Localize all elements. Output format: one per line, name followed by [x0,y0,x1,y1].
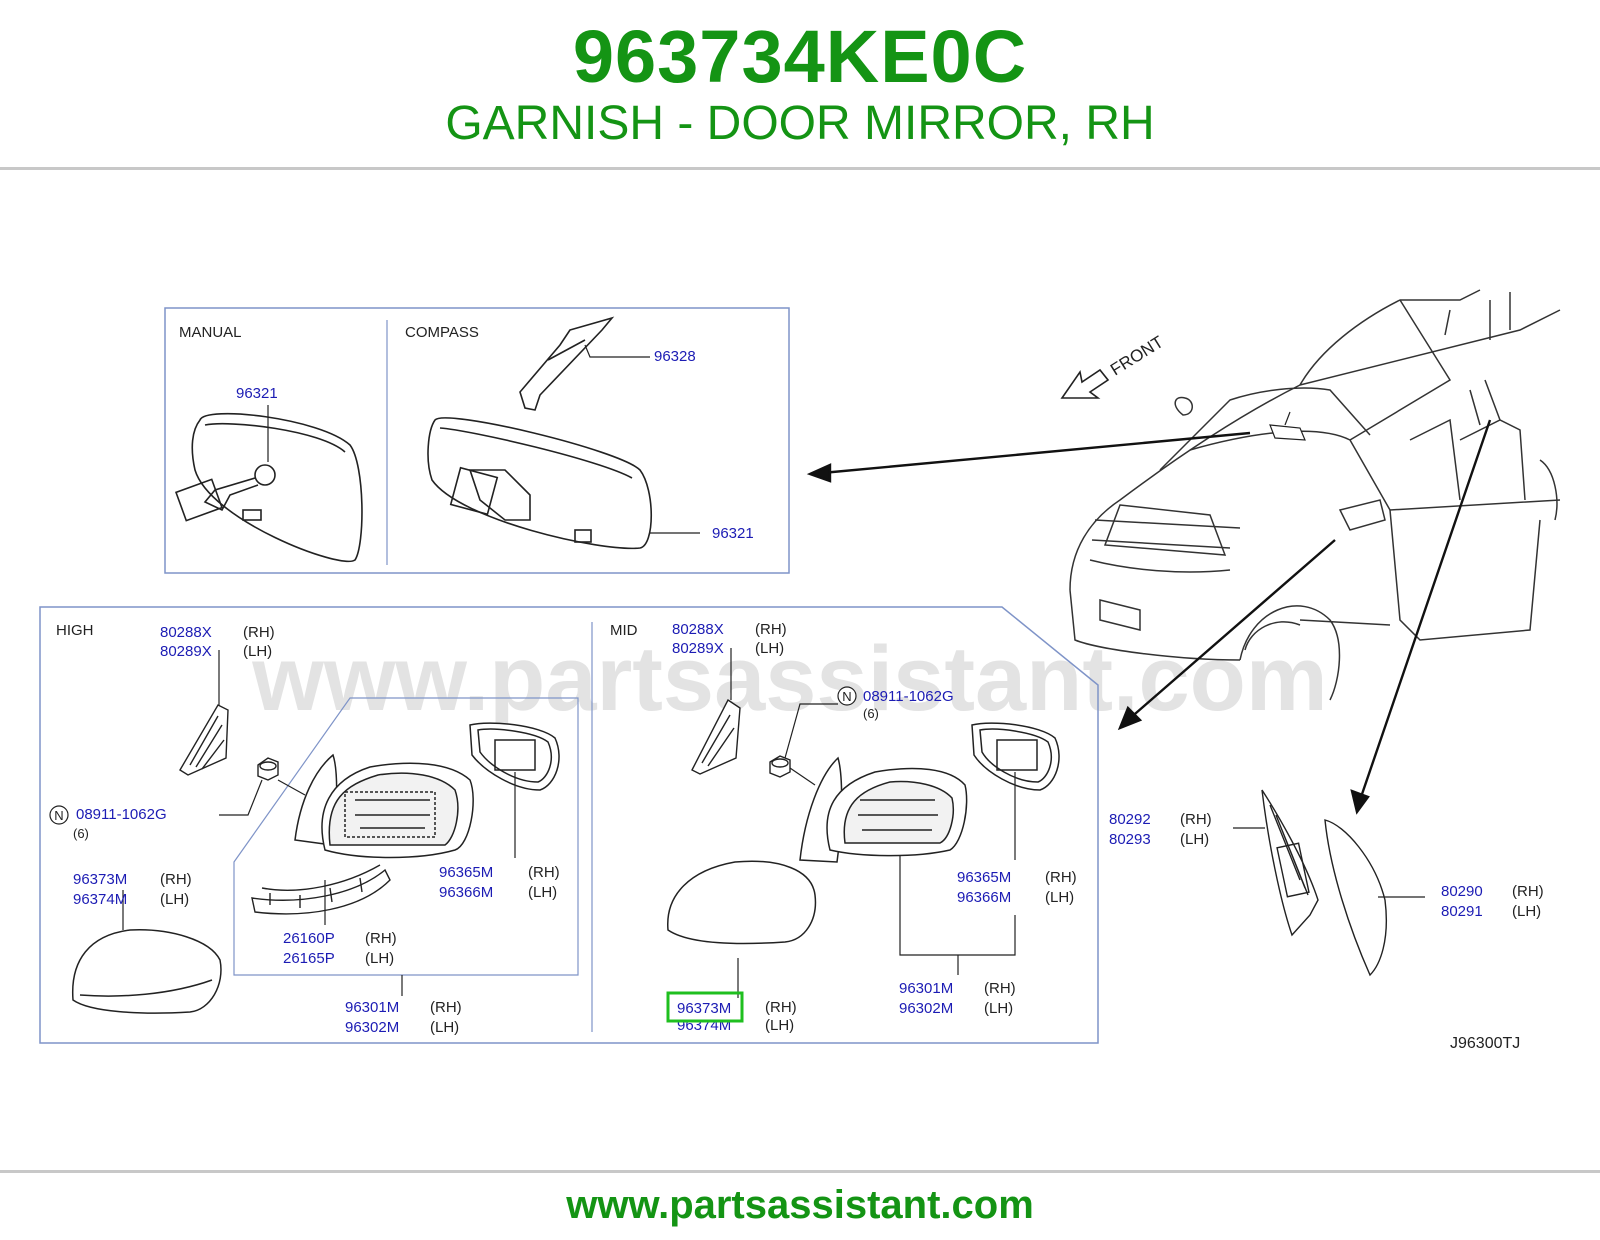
callout-mid-96373m-highlighted[interactable]: 96373M [677,1000,731,1017]
mirror-glass-mid [971,722,1060,791]
side-high-96302m: (LH) [430,1019,459,1036]
callout-high-96365m: 96365M [439,864,493,881]
side-high-80288x: (RH) [243,624,275,641]
side-mid-96302m: (LH) [984,1000,1013,1017]
side-80291: (LH) [1512,903,1541,920]
side-high-96373m: (RH) [160,871,192,888]
garnish-triangle-high [179,704,229,776]
box-door-mirror [39,606,1099,1044]
footer-divider [0,1170,1600,1173]
side-80292: (RH) [1180,811,1212,828]
box-rearview-mirror [164,307,790,574]
side-labels: (RH) (LH) (6) (RH) (LH) (RH) (LH) (RH) (… [73,621,1544,1036]
side-mid-96301m: (RH) [984,980,1016,997]
qty-mid-nut: (6) [863,706,879,721]
section-label-compass: COMPASS [405,324,479,341]
callout-high-96302m: 96302M [345,1019,399,1036]
section-label-manual: MANUAL [179,324,242,341]
mirror-body-high [294,753,474,859]
side-high-80289x: (LH) [243,643,272,660]
callout-96321-manual: 96321 [236,385,278,402]
callout-high-26165p: 26165P [283,950,335,967]
callout-80293: 80293 [1109,831,1151,848]
side-high-96366m: (LH) [528,884,557,901]
side-garnish-inner [1261,789,1319,937]
side-high-26165p: (LH) [365,950,394,967]
truck-rearview-mirror-mark [1269,411,1306,441]
section-label-high: HIGH [56,622,94,639]
callout-high-nut: 08911-1062G [76,806,167,823]
turn-signal-high [251,864,391,915]
front-label: FRONT [1107,332,1167,379]
qty-high-nut: (6) [73,826,89,841]
side-high-96374m: (LH) [160,891,189,908]
callout-highlight-box [666,991,744,1023]
watermark-text: www.partsassistant.com [251,628,1327,730]
side-mid-80289x: (LH) [755,640,784,657]
callout-mid-nut: 08911-1062G [863,688,954,705]
side-mid-96374m: (LH) [765,1017,794,1034]
callout-80290: 80290 [1441,883,1483,900]
rearview-mirror-compass [427,316,653,550]
callout-80291: 80291 [1441,903,1483,920]
callout-mid-80288x: 80288X [672,621,724,638]
pickup-truck-illustration [1069,289,1561,701]
callout-96328: 96328 [654,348,696,365]
callout-high-80288x: 80288X [160,624,212,641]
callout-mid-96302m: 96302M [899,1000,953,1017]
side-80293: (LH) [1180,831,1209,848]
nut-symbol-high: N [54,808,63,823]
callout-mid-96366m: 96366M [957,889,1011,906]
header-divider [0,167,1600,170]
section-label-mid: MID [610,622,638,639]
side-mid-96366m: (LH) [1045,889,1074,906]
nut-symbol-mid: N [842,689,851,704]
side-mid-96365m: (RH) [1045,869,1077,886]
nut-symbols: N N [49,686,857,825]
nut-high [257,757,279,781]
front-direction-arrow [1060,368,1110,399]
callout-high-96301m: 96301M [345,999,399,1016]
leader-lines [122,344,1425,998]
side-garnish-outer [1324,819,1388,977]
callout-high-26160p: 26160P [283,930,335,947]
side-mid-80288x: (RH) [755,621,787,638]
box-mirror-inner-high [233,697,579,976]
side-high-96365m: (RH) [528,864,560,881]
garnish-triangle-mid [691,698,741,775]
side-mid-96373m: (RH) [765,999,797,1016]
rearview-mirror-manual [174,412,363,563]
diagram-code: J96300TJ [1450,1035,1520,1052]
mirror-glass-high [469,722,560,791]
callout-96321-compass: 96321 [712,525,754,542]
callout-high-80289x: 80289X [160,643,212,660]
side-80290: (RH) [1512,883,1544,900]
callout-high-96366m: 96366M [439,884,493,901]
callout-high-96374m: 96374M [73,891,127,908]
callout-mid-96301m: 96301M [899,980,953,997]
mirror-cover-mid [667,860,817,945]
callout-high-96373m: 96373M [73,871,127,888]
footer-website[interactable]: www.partsassistant.com [566,1183,1034,1227]
part-number-heading: 963734KE0C [572,15,1028,98]
side-high-26160p: (RH) [365,930,397,947]
pointer-arrows [806,419,1492,815]
callout-mid-80289x: 80289X [672,640,724,657]
mirror-cover-high [72,929,222,1014]
side-high-96301m: (RH) [430,999,462,1016]
mirror-body-mid [799,756,968,863]
callout-80292: 80292 [1109,811,1151,828]
nut-mid [769,755,791,778]
callout-mid-96365m: 96365M [957,869,1011,886]
part-name-heading: GARNISH - DOOR MIRROR, RH [445,97,1155,150]
callout-labels: 96321 96328 96321 80288X 80289X 08911-10… [73,348,1483,1036]
